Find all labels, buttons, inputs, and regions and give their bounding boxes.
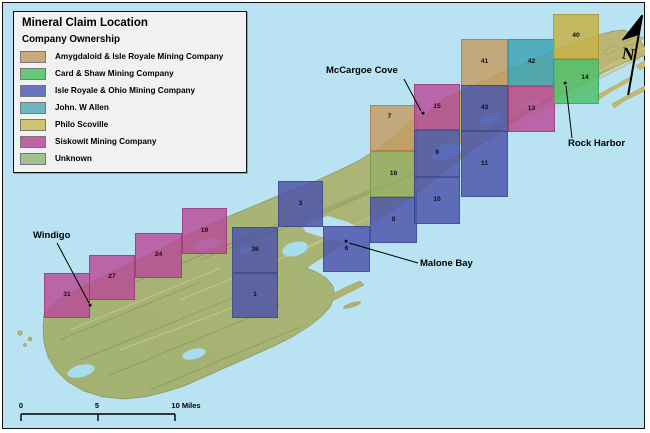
leader-line xyxy=(565,85,573,139)
islets xyxy=(17,280,365,347)
claim-square-11: 11 xyxy=(461,131,508,197)
leader-dot xyxy=(88,303,92,307)
claim-number: 6 xyxy=(344,244,349,252)
claim-number: 27 xyxy=(108,273,116,281)
legend-item-label: Siskowit Mining Company xyxy=(55,137,157,146)
north-arrow-letter: N xyxy=(621,43,637,64)
claim-square-13: 13 xyxy=(508,86,555,132)
claim-number: 1 xyxy=(253,291,257,299)
leader-line xyxy=(403,78,422,112)
legend-swatch-allen xyxy=(20,101,46,114)
claim-number: 42 xyxy=(527,58,536,66)
legend-item-label: Card & Shaw Mining Company xyxy=(55,69,174,78)
claim-number: 41 xyxy=(480,58,489,66)
claim-square-40: 40 xyxy=(553,14,599,59)
place-label-rock-harbor: Rock Harbor xyxy=(568,138,626,149)
claim-square-9: 9 xyxy=(414,130,460,177)
leader-dot xyxy=(344,239,348,243)
claim-number: 16 xyxy=(389,169,398,177)
legend-item-cardshaw: Card & Shaw Mining Company xyxy=(20,65,246,82)
place-label-malone-bay: Malone Bay xyxy=(420,258,473,269)
claim-square-41: 41 xyxy=(461,39,508,86)
claim-number: 14 xyxy=(581,74,589,82)
claim-number: 8 xyxy=(391,215,396,223)
scale-bar xyxy=(20,413,176,421)
map-overlay: N xyxy=(20,14,644,421)
claim-number: 19 xyxy=(200,226,209,234)
claim-square-19: 19 xyxy=(182,208,227,254)
claim-square-10: 10 xyxy=(414,177,460,224)
legend-item-scoville: Philo Scoville xyxy=(20,116,246,133)
claim-number: 31 xyxy=(63,291,71,299)
leader-line xyxy=(348,242,419,264)
claim-square-43: 43 xyxy=(461,85,508,131)
legend-title: Mineral Claim Location xyxy=(22,17,148,29)
legend-item-label: John. W Allen xyxy=(55,103,109,112)
claim-number: 9 xyxy=(435,149,439,157)
scale-label: 0 xyxy=(18,401,24,410)
north-arrow: N xyxy=(621,14,644,96)
place-label-mccargoe-cove: McCargoe Cove xyxy=(326,65,398,76)
legend-item-allen: John. W Allen xyxy=(20,99,246,116)
legend-swatch-unknown xyxy=(20,152,46,165)
legend-item-amygdaloid: Amygdaloid & Isle Royale Mining Company xyxy=(20,48,246,65)
claim-square-15: 15 xyxy=(414,84,460,130)
claim-number: 3 xyxy=(298,199,303,207)
claim-number: 7 xyxy=(387,112,392,120)
legend-item-label: Philo Scoville xyxy=(55,120,109,129)
leader-line xyxy=(56,242,90,304)
scale-label: 10 Miles xyxy=(171,401,201,410)
scale-bar-line xyxy=(20,413,176,421)
legend-item-label: Isle Royale & Ohio Mining Company xyxy=(55,86,196,95)
claim-square-14: 14 xyxy=(553,59,599,104)
claim-number: 11 xyxy=(480,159,489,167)
scale-label: 5 xyxy=(94,401,100,410)
claim-square-3: 3 xyxy=(278,181,323,227)
legend-swatch-scoville xyxy=(20,118,46,131)
ne-tip-islets xyxy=(595,36,645,109)
claim-square-36: 36 xyxy=(232,227,278,273)
claim-number: 13 xyxy=(527,104,536,112)
claim-number: 36 xyxy=(251,245,259,253)
legend-swatch-siskowit xyxy=(20,135,46,148)
legend-item-unknown: Unknown xyxy=(20,150,246,167)
claim-number: 15 xyxy=(433,102,441,110)
claim-number: 24 xyxy=(154,251,163,259)
leader-dot xyxy=(421,111,425,115)
legend-swatch-isleroyale_ohio xyxy=(20,84,46,97)
claim-square-8: 8 xyxy=(370,197,417,243)
claim-square-27: 27 xyxy=(89,255,135,300)
claim-square-1: 1 xyxy=(232,273,278,318)
legend-swatch-amygdaloid xyxy=(20,50,46,63)
claim-number: 43 xyxy=(480,103,489,111)
legend-item-isleroyale_ohio: Isle Royale & Ohio Mining Company xyxy=(20,82,246,99)
legend-subtitle: Company Ownership xyxy=(22,34,120,45)
claim-square-7: 7 xyxy=(370,105,417,151)
legend-item-label: Unknown xyxy=(55,154,92,163)
claim-number: 10 xyxy=(433,196,441,204)
leader-lines xyxy=(56,78,573,307)
legend-item-label: Amygdaloid & Isle Royale Mining Company xyxy=(55,52,224,61)
legend-swatch-cardshaw xyxy=(20,67,46,80)
leader-dot xyxy=(563,81,567,85)
legend: Mineral Claim Location Company Ownership… xyxy=(13,11,247,173)
legend-item-siskowit: Siskowit Mining Company xyxy=(20,133,246,150)
claim-number: 40 xyxy=(572,32,580,40)
claim-square-31: 31 xyxy=(44,273,90,318)
claim-square-24: 24 xyxy=(135,233,182,278)
place-label-windigo: Windigo xyxy=(33,230,71,241)
